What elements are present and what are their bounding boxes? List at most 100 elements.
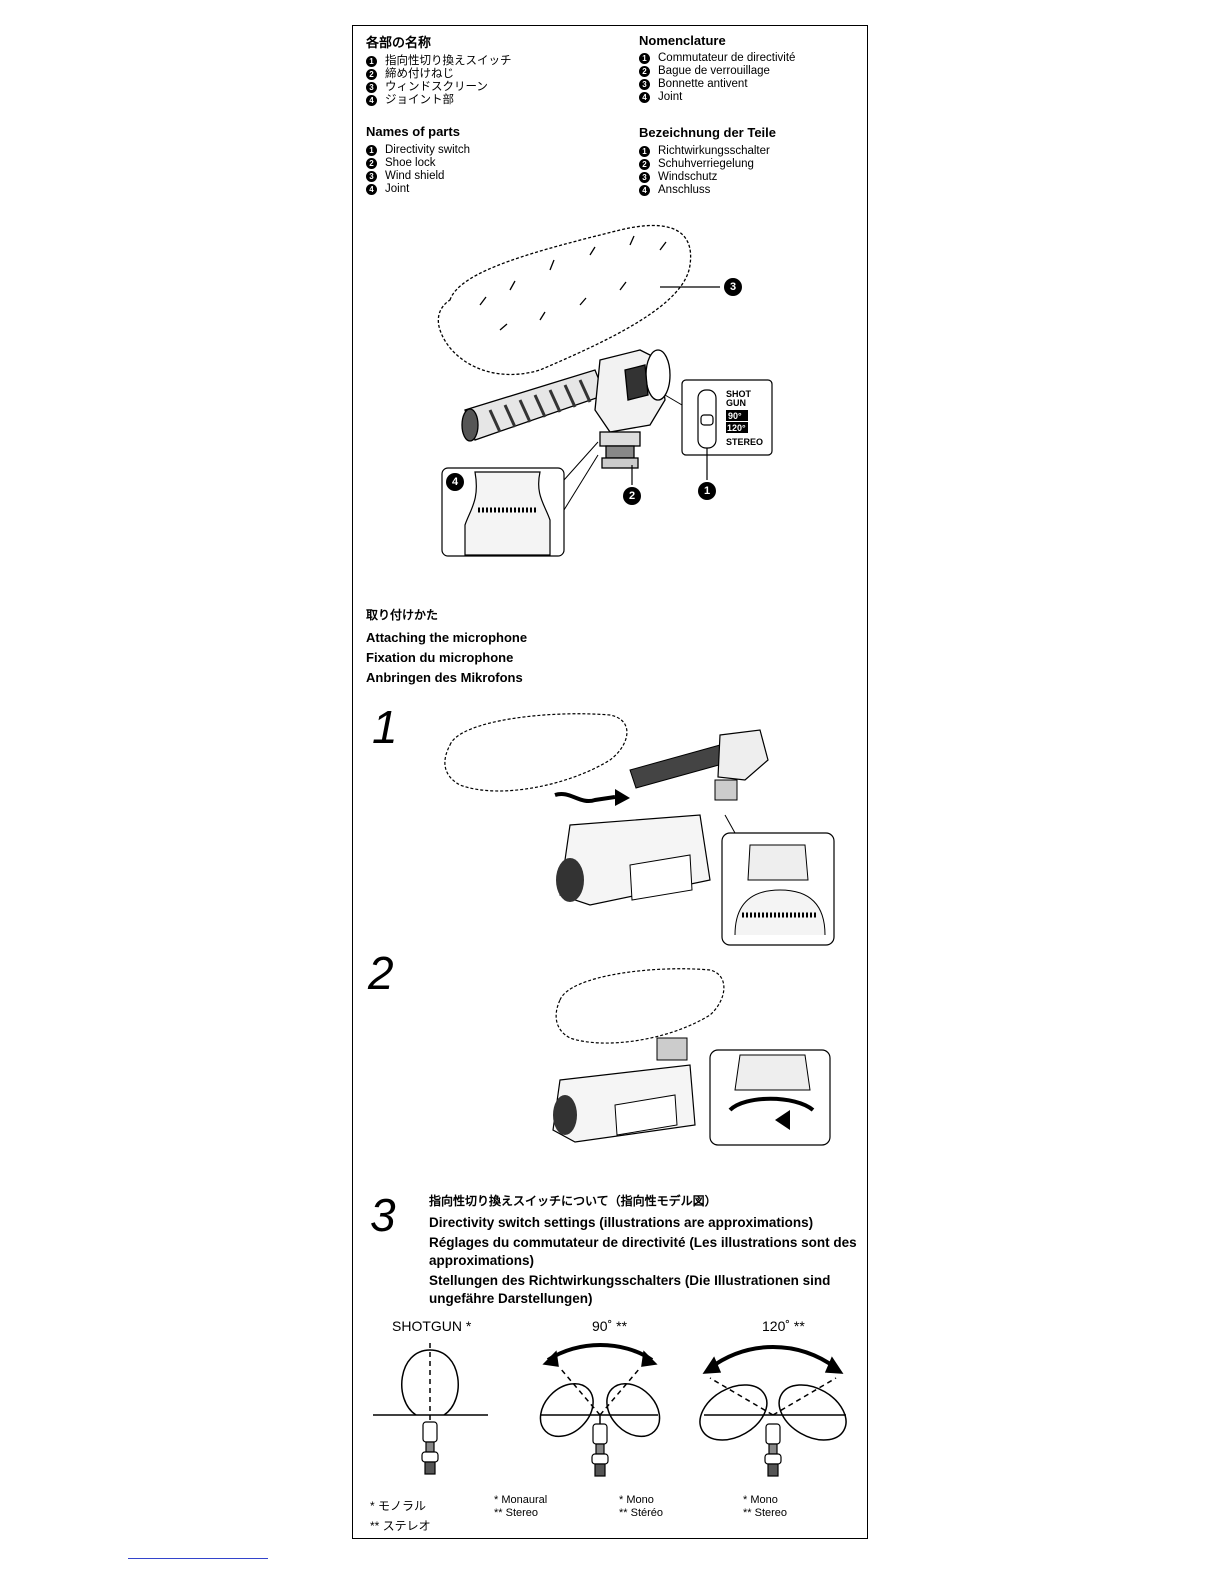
step-3-fr: Réglages du commutateur de directivité (… xyxy=(429,1235,857,1268)
switch-label-120: 120° xyxy=(727,423,746,433)
list-item: 3 Windschutz xyxy=(639,171,776,184)
notes-en: * Monaural ** Stereo xyxy=(494,1494,547,1520)
nomenclature-en-title: Names of parts xyxy=(366,124,460,139)
attaching-headings: 取り付けかた Attaching the microphone Fixation… xyxy=(366,606,527,685)
notes-de: * Mono ** Stereo xyxy=(743,1494,787,1520)
wind-shield-drawing xyxy=(437,224,692,375)
switch-label-shot: SHOT xyxy=(726,389,752,399)
bullet-number: 2 xyxy=(639,66,650,77)
note-en-mono: * Monaural xyxy=(494,1494,548,1506)
step-3-en: Directivity switch settings (illustratio… xyxy=(429,1215,814,1230)
switch-label-90: 90° xyxy=(728,411,742,421)
part-label: Bague de verrouillage xyxy=(658,65,770,77)
bullet-number: 3 xyxy=(639,79,650,90)
note-fr-mono: * Mono xyxy=(619,1494,654,1506)
step-1-illustration xyxy=(444,713,835,946)
bullet-number: 2 xyxy=(639,159,650,170)
note-fr-stereo: ** Stéréo xyxy=(619,1507,664,1519)
part-label: ジョイント部 xyxy=(385,94,454,106)
part-label: Bonnette antivent xyxy=(658,78,748,90)
notes-fr: * Mono ** Stéréo xyxy=(619,1494,663,1520)
footer-link-underline xyxy=(128,1558,268,1559)
part-label: Commutateur de directivité xyxy=(658,52,796,64)
pattern-120-drawing xyxy=(699,1345,847,1441)
part-label: Schuhverriegelung xyxy=(658,158,754,170)
attaching-en: Attaching the microphone xyxy=(366,630,528,645)
bullet-number: 4 xyxy=(639,185,650,196)
pattern-90-drawing xyxy=(539,1343,661,1438)
switch-label-stereo: STEREO xyxy=(726,437,763,447)
step-3-ja: 指向性切り換えスイッチについて（指向性モデル図） xyxy=(429,1194,717,1208)
step-2-illustration xyxy=(552,968,831,1146)
shotgun-pattern xyxy=(373,1343,488,1448)
list-item: 4 Joint xyxy=(639,91,795,104)
page-frame xyxy=(352,25,868,1539)
bullet-number: 1 xyxy=(639,146,650,157)
list-item: 2 締め付けねじ xyxy=(366,68,512,81)
note-de-mono: * Mono xyxy=(743,1494,778,1506)
notes-ja: * モノラル ** ステレオ xyxy=(370,1496,431,1536)
microphone-body-drawing xyxy=(461,349,671,469)
bullet-number: 4 xyxy=(366,184,377,195)
note-de-stereo: ** Stereo xyxy=(743,1507,788,1519)
list-item: 1 Commutateur de directivité xyxy=(639,52,795,65)
switch-label-gun: GUN xyxy=(726,398,746,408)
bullet-number: 2 xyxy=(366,69,377,80)
bullet-number: 2 xyxy=(366,158,377,169)
part-label: 締め付けねじ xyxy=(385,68,454,80)
list-item: 3 Bonnette antivent xyxy=(639,78,795,91)
step-3-text: 指向性切り換えスイッチについて（指向性モデル図） Directivity swi… xyxy=(429,1192,859,1308)
bullet-number: 4 xyxy=(639,92,650,103)
nomenclature-de: Bezeichnung der Teile 1 Richtwirkungsscha… xyxy=(639,125,776,197)
part-label: Windschutz xyxy=(658,171,718,183)
note-ja-mono: * モノラル xyxy=(370,1499,427,1513)
microphone-parts-illustration: 3 2 SHOT GUN 90° 120° STEREO 1 4 xyxy=(437,224,773,557)
step-3-number: 3 xyxy=(370,1189,396,1241)
part-label: Joint xyxy=(658,91,683,103)
step-1-number: 1 xyxy=(372,701,398,753)
bullet-number: 3 xyxy=(639,172,650,183)
callout-4: 4 xyxy=(446,473,464,491)
bullet-number: 1 xyxy=(366,145,377,156)
list-item: 1 Richtwirkungsschalter xyxy=(639,145,776,158)
list-item: 1 Directivity switch xyxy=(366,144,470,157)
callout-2: 2 xyxy=(623,487,641,505)
mic-icon xyxy=(764,1423,782,1477)
step-2-number: 2 xyxy=(368,947,394,999)
nomenclature-ja-title: 各部の名称 xyxy=(366,35,432,50)
part-label: Richtwirkungsschalter xyxy=(658,145,770,157)
nomenclature-de-title: Bezeichnung der Teile xyxy=(639,125,777,140)
bullet-number: 1 xyxy=(639,53,650,64)
bullet-number: 4 xyxy=(366,95,377,106)
nomenclature-fr-title: Nomenclature xyxy=(639,33,726,48)
callout-1: 1 xyxy=(698,482,716,500)
list-item: 2 Schuhverriegelung xyxy=(639,158,776,171)
note-en-stereo: ** Stereo xyxy=(494,1507,539,1519)
pattern-120-label: 120˚ ** xyxy=(762,1318,805,1334)
list-item: 2 Bague de verrouillage xyxy=(639,65,795,78)
part-label: Directivity switch xyxy=(385,144,470,156)
list-item: 2 Shoe lock xyxy=(366,157,470,170)
part-label: 指向性切り換えスイッチ xyxy=(385,55,512,67)
note-ja-stereo: ** ステレオ xyxy=(370,1519,431,1533)
bullet-number: 3 xyxy=(366,171,377,182)
step-3-de: Stellungen des Richtwirkungsschalters (D… xyxy=(429,1273,831,1306)
callout-3: 3 xyxy=(724,278,742,296)
attaching-de: Anbringen des Mikrofons xyxy=(366,670,523,685)
nomenclature-fr: Nomenclature 1 Commutateur de directivité… xyxy=(639,33,795,104)
nomenclature-en: Names of parts 1 Directivity switch 2 Shoe… xyxy=(366,124,470,196)
part-label: Joint xyxy=(385,183,410,195)
list-item: 4 Joint xyxy=(366,183,470,196)
list-item: 4 ジョイント部 xyxy=(366,94,512,107)
mic-icon xyxy=(421,1421,439,1475)
bullet-number: 3 xyxy=(366,82,377,93)
mic-icon xyxy=(591,1423,609,1477)
part-label: Shoe lock xyxy=(385,157,436,169)
attaching-ja: 取り付けかた xyxy=(366,608,439,622)
directivity-patterns xyxy=(373,1343,847,1477)
